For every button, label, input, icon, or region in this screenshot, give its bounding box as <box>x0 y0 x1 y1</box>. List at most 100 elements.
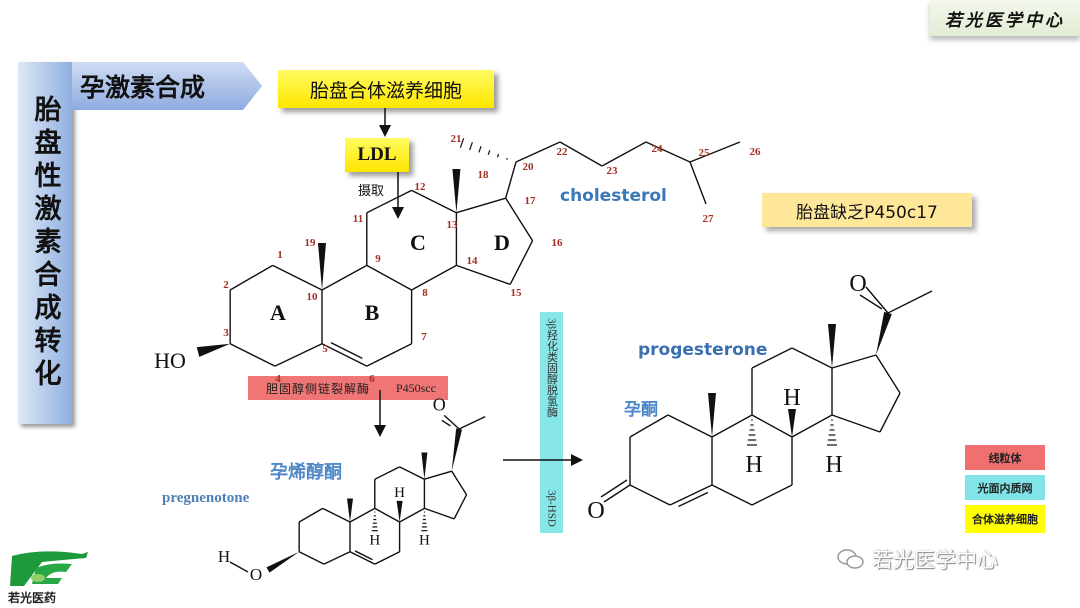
bond <box>629 484 671 506</box>
atom-number-15: 15 <box>511 287 523 299</box>
bond <box>831 414 881 433</box>
bond <box>374 551 400 565</box>
atom-number-25: 25 <box>699 147 711 159</box>
atom-number-20: 20 <box>523 161 535 173</box>
watermark: 若光医学中心 <box>836 544 998 574</box>
atom-number-8: 8 <box>422 287 428 299</box>
hashed-bond <box>478 145 482 153</box>
wedge-bond <box>708 393 716 437</box>
bond <box>831 354 877 369</box>
bond <box>456 197 506 214</box>
oxygen-label: O <box>849 271 866 297</box>
wedge-bond <box>828 324 836 368</box>
atom-number-14: 14 <box>467 255 479 267</box>
atom-number-18: 18 <box>478 169 490 181</box>
bond <box>505 197 534 242</box>
hsd-enzyme-name: 3β羟化类固醇脱氢酶 <box>545 318 558 418</box>
bond <box>399 466 425 480</box>
bond <box>349 507 376 523</box>
hashed-bond <box>496 153 500 158</box>
wedge-bond <box>396 500 403 522</box>
wechat-icon <box>837 549 864 569</box>
atom-number-7: 7 <box>421 331 427 343</box>
bond <box>411 264 457 291</box>
scc-enzyme-code: P450scc <box>396 380 436 395</box>
bond <box>509 240 534 285</box>
bond <box>669 484 713 506</box>
hsd-enzyme-bar: 3β羟化类固醇脱氢酶 3β-HSD <box>540 312 563 533</box>
bond <box>601 141 647 167</box>
ring-label-D: D <box>494 230 510 255</box>
ring-label-C: C <box>410 230 426 255</box>
progesterone-en: progesterone <box>638 340 768 360</box>
scc-enzyme-bar: 胆固醇侧链裂解酶 P450scc <box>248 376 448 400</box>
bond <box>349 551 376 565</box>
bond <box>791 414 833 438</box>
bond <box>559 141 603 167</box>
bond <box>859 294 883 310</box>
wedge-bond <box>876 311 892 355</box>
cholesterol-label: cholesterol <box>560 186 667 206</box>
wedge-bond <box>788 409 796 437</box>
bond <box>321 343 368 367</box>
bond <box>424 470 452 480</box>
bond <box>603 484 631 503</box>
wedge-bond <box>347 498 353 522</box>
wedge-bond <box>451 428 463 472</box>
ring-label-B: B <box>365 300 380 325</box>
hydroxyl-label: HO <box>154 348 186 373</box>
atom-number-10: 10 <box>307 291 319 303</box>
bond <box>645 141 691 163</box>
uptake-label: 摄取 <box>358 184 385 199</box>
subtitle-arrow: 孕激素合成 <box>72 62 262 110</box>
side-title-text: 胎盘性激素合成转化 <box>29 94 61 392</box>
bond <box>374 507 400 523</box>
pregnenolone-en: pregnenotone <box>162 490 250 506</box>
bond <box>321 264 368 291</box>
p450c17-note: 胎盘缺乏P450c17 <box>762 193 972 227</box>
bond <box>515 141 561 163</box>
double-bond <box>678 491 709 508</box>
atom-number-23: 23 <box>607 165 619 177</box>
hydrogen-label: H <box>369 532 380 548</box>
wedge-bond <box>196 343 231 357</box>
bond <box>229 343 276 367</box>
hydrogen-label: H <box>218 547 230 566</box>
bond <box>711 414 753 438</box>
bond <box>323 551 351 565</box>
legend-syncytiotrophoblast: 合体滋养细胞 <box>965 505 1045 533</box>
progesterone-cn: 孕酮 <box>624 400 658 420</box>
bond <box>689 161 707 205</box>
brand-banner: 若光医学中心 <box>930 0 1080 36</box>
hashed-bond <box>469 142 473 151</box>
hydrogen-label: H <box>783 385 800 411</box>
placenta-box: 胎盘合体滋养细胞 <box>278 70 494 108</box>
wedge-bond <box>421 452 428 480</box>
pregnenolone-cn: 孕烯醇酮 <box>270 462 342 483</box>
atom-number-11: 11 <box>353 213 363 225</box>
atom-number-1: 1 <box>277 249 283 261</box>
atom-number-4: 4 <box>275 373 281 385</box>
bond <box>689 141 741 163</box>
atom-number-22: 22 <box>557 146 569 158</box>
atom-number-2: 2 <box>223 279 229 291</box>
hsd-enzyme-code: 3β-HSD <box>545 490 558 527</box>
wedge-bond <box>452 169 461 213</box>
atom-number-12: 12 <box>415 181 427 193</box>
bond <box>399 507 425 523</box>
logo-text: 若光医药 <box>7 590 56 605</box>
atom-number-24: 24 <box>652 143 664 155</box>
atom-number-19: 19 <box>305 237 317 249</box>
hydrogen-label: H <box>419 532 430 548</box>
company-logo: 若光医药 <box>2 548 94 608</box>
bond <box>272 264 323 291</box>
bond <box>887 290 933 314</box>
ring-label-A: A <box>270 300 286 325</box>
oxygen-label: O <box>433 394 446 414</box>
atom-number-9: 9 <box>375 253 381 265</box>
